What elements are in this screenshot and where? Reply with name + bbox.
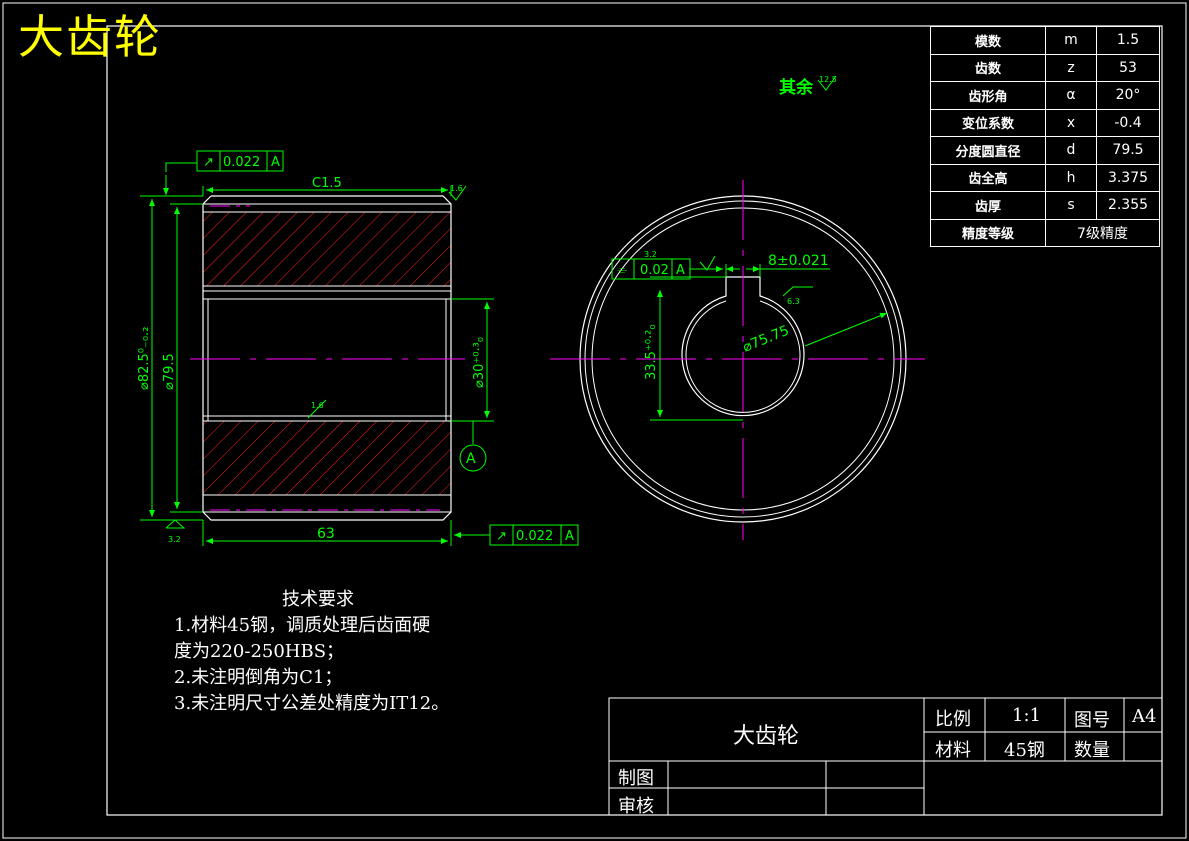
tech-item: 度为220-250HBS；: [174, 641, 345, 662]
scale-value: 1:1: [1012, 705, 1041, 726]
tol-top-datum: A: [271, 155, 280, 170]
chamfer-label: C1.5: [312, 176, 342, 191]
left-dim-text: C1.5 1.6 1.6 3.2 ↗ 0.022 A ↗ 0.022 A 63 …: [137, 155, 574, 544]
title-block-lines: [608, 697, 1163, 816]
sym-tol-symbol: ⌯: [617, 263, 628, 278]
right-dim-text: ⌯ 0.02 A 3.2 8±0.021 6.3 33.5⁺⁰·²₀ ⌀75.7…: [617, 75, 837, 380]
roughness-bottom: 3.2: [168, 535, 181, 544]
drawing-no-label: 图号: [1074, 710, 1110, 731]
left-section-view: [190, 195, 465, 521]
hatch-bottom: [202, 420, 452, 496]
bore-inner: [685, 300, 801, 413]
roughness-key: 6.3: [787, 297, 800, 306]
tol-bottom-symbol: ↗: [496, 529, 507, 544]
roughness-top: 1.6: [450, 184, 463, 193]
tech-item: 2.未注明倒角为C1；: [174, 667, 343, 688]
key-width-dim: 8±0.021: [768, 253, 829, 269]
left-dimensions: [140, 150, 579, 546]
qty-label: 数量: [1074, 740, 1110, 761]
root-dia-dim: ⌀75.75: [741, 323, 792, 356]
sym-tol-datum: A: [676, 263, 685, 278]
bore-dia-dim: ⌀30⁺⁰·³₀: [472, 337, 487, 388]
sym-tol-value: 0.02: [640, 263, 669, 278]
surface-note-text: 其余: [779, 77, 814, 98]
tol-bottom-datum: A: [565, 529, 574, 544]
tech-requirements: 技术要求 1.材料45钢，调质处理后齿面硬 度为220-250HBS； 2.未注…: [174, 587, 449, 717]
right-centerlines: [550, 180, 925, 540]
roughness-tol: 3.2: [644, 250, 657, 259]
gear-outline: [202, 195, 452, 521]
surface-note-roughness: 12.5: [819, 75, 837, 84]
sheet-title: 大齿轮: [18, 10, 162, 64]
key-depth-dim: 33.5⁺⁰·²₀: [644, 324, 659, 380]
material-label: 材料: [935, 740, 971, 761]
tol-bottom-value: 0.022: [516, 529, 553, 544]
tech-item: 1.材料45钢，调质处理后齿面硬: [174, 615, 431, 636]
scale-label: 比例: [935, 709, 971, 730]
roughness-bore: 1.6: [311, 401, 324, 410]
tech-title: 技术要求: [282, 589, 354, 610]
drawn-label: 制图: [618, 768, 654, 789]
part-name: 大齿轮: [733, 724, 800, 749]
tol-top-value: 0.022: [223, 155, 260, 170]
checked-label: 审核: [618, 796, 654, 817]
material-value: 45钢: [1004, 740, 1045, 761]
bore-keyway: [681, 276, 805, 417]
drawing-no-value: A4: [1132, 706, 1157, 727]
tol-top-symbol: ↗: [203, 155, 214, 170]
tech-item: 3.未注明尺寸公差处精度为IT12。: [174, 693, 450, 714]
hatch-top: [202, 211, 452, 287]
outer-dia-dim: ⌀82.5⁰₋₀.₂: [137, 327, 152, 390]
pitch-dia-dim: ⌀79.5: [162, 353, 177, 390]
right-dimensions: [611, 75, 888, 421]
width-dim: 63: [317, 526, 335, 542]
datum-a-label: A: [466, 451, 476, 467]
